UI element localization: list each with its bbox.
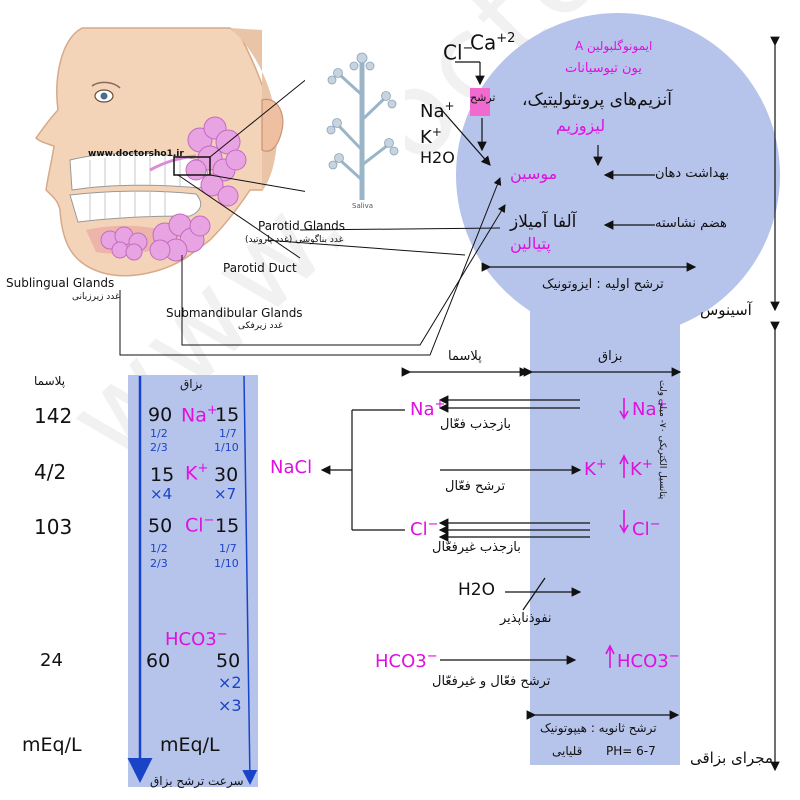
primary-secretion-label: ترشح اولیه : ایزوتونیک	[542, 277, 664, 292]
cl-fraction-left-2: 2/3	[150, 557, 168, 570]
hco3-factor-right-2: ×3	[218, 696, 242, 715]
saliva-na-low: 90	[148, 404, 173, 426]
table-ion-na: Na+	[181, 403, 218, 427]
saliva-k-high: 30	[214, 464, 239, 486]
plasma-unit: mEq/L	[22, 734, 82, 756]
plasma-value-na: 142	[34, 404, 73, 428]
impermeable-label: نفوذناپذیر	[500, 611, 552, 626]
potential-vertical-note: پتانسیل الکتریکی ۷۰- میلی ولت	[657, 380, 667, 500]
duct-label: مجرای بزاقی	[690, 749, 773, 767]
na-fraction-right-2: 1/10	[214, 441, 239, 454]
table-ion-cl: Cl−	[185, 513, 215, 537]
saliva-tree-illustration	[305, 30, 405, 215]
submandibular-gland-shape	[149, 213, 211, 262]
duct-k-left: K+	[584, 457, 607, 480]
cl-fraction-right-1: 1/7	[219, 542, 237, 555]
k-factor-left: ×4	[150, 485, 173, 503]
acinus-ca: Ca+2	[470, 30, 516, 55]
hco3-secretion-label: ترشح فعّال و غیرفعّال	[432, 674, 551, 689]
saliva-k-low: 15	[150, 464, 175, 486]
lysozyme-label: لیزوزیم	[556, 116, 606, 135]
duct-plasma-header: پلاسما	[448, 349, 482, 364]
flow-rate-label: سرعت ترشح بزاق	[150, 774, 244, 788]
ph-label: PH= 6-7	[606, 744, 656, 758]
table-panel	[128, 375, 258, 787]
table-ion-hco3: HCO3−	[165, 627, 228, 650]
duct-na-right: Na+	[632, 397, 668, 420]
saliva-cl-low: 50	[148, 515, 173, 537]
saliva-label: Saliva	[352, 202, 374, 210]
duct-cl-left: Cl−	[410, 517, 439, 540]
parotid-label-en: Parotid Glands	[258, 219, 345, 233]
reabsorb-passive-label: بازجذب غیرفعّال	[432, 540, 521, 555]
sublingual-label-en: Sublingual Glands	[6, 276, 115, 290]
table-plasma-header: پلاسما	[34, 374, 66, 388]
ptyalin-label: پتیالین	[510, 234, 551, 253]
hco3-factor-right-1: ×2	[218, 673, 242, 692]
reabsorb-active-label: بازجذب فعّال	[440, 417, 511, 432]
parotid-duct-label: Parotid Duct	[223, 261, 297, 275]
saliva-cl-high: 15	[215, 515, 240, 537]
duct-k-right: K+	[630, 457, 653, 480]
saliva-hco3-high: 50	[216, 650, 241, 672]
duct-na-left: Na+	[410, 397, 446, 420]
duct-cl-right: Cl−	[632, 517, 661, 540]
duct-saliva-header: بزاق	[598, 349, 623, 364]
nacl-label: NaCl	[270, 457, 313, 478]
thiocyanate-label: یون تیوسیانات	[565, 61, 642, 76]
plasma-value-k: 4/2	[34, 460, 67, 484]
table-ion-k: K+	[185, 461, 209, 485]
parotid-label-fa: غدد بناگوشی (غدد پاروتید)	[245, 235, 344, 245]
mucin-label: موسین	[510, 164, 558, 183]
submandibular-label-fa: غدد زیرفکی	[238, 321, 283, 331]
duct-hco3-right: HCO3−	[617, 649, 680, 672]
secondary-secretion-label: ترشح ثانویه : هیپوتونیک	[540, 721, 657, 735]
oral-hygiene-label: بهداشت دهان	[655, 166, 729, 181]
table-saliva-header: بزاق	[180, 377, 203, 391]
plasma-value-cl: 103	[34, 515, 73, 539]
sublingual-label-fa: غدد زیرزبانی	[72, 292, 120, 302]
zoom-box	[173, 156, 211, 176]
acinus-label: آسینوس	[700, 301, 752, 319]
ig-a-label: ایمونوگلبولین A	[575, 39, 653, 53]
na-fraction-right-1: 1/7	[219, 427, 237, 440]
duct-hco3-left: HCO3−	[375, 649, 438, 672]
proteolytic-label: آنزیم‌های پروتئولیتیک،	[522, 90, 672, 110]
acinus-cl: Cl−	[443, 40, 474, 65]
active-secretion-label: ترشح فعّال	[445, 479, 506, 494]
k-factor-right: ×7	[214, 485, 237, 503]
flow-arrow-right	[242, 375, 258, 785]
cl-fraction-left-1: 1/2	[150, 542, 168, 555]
alkaline-label: قلیایی	[552, 744, 583, 758]
saliva-na-high: 15	[215, 404, 240, 426]
acinus-h2o: H2O	[420, 148, 455, 167]
secretion-label: ترشح	[470, 91, 496, 104]
saliva-unit: mEq/L	[160, 734, 220, 756]
submandibular-label-en: Submandibular Glands	[166, 306, 303, 320]
cl-fraction-right-2: 1/10	[214, 557, 239, 570]
sublingual-gland-shape	[100, 226, 148, 261]
plasma-value-hco3: 24	[40, 650, 63, 671]
saliva-hco3-low: 60	[146, 650, 171, 672]
duct-h2o: H2O	[458, 580, 495, 600]
acinus-na: Na+	[420, 99, 455, 122]
starch-digestion-label: هضم نشاسته	[655, 216, 727, 231]
alpha-amylase-label: آلفا آمیلاز	[510, 212, 577, 232]
site-label: www.doctorsho1.ir	[88, 149, 184, 159]
acinus-k: K+	[420, 125, 442, 148]
na-fraction-left-1: 1/2	[150, 427, 168, 440]
na-fraction-left-2: 2/3	[150, 441, 168, 454]
secretion-channel	[470, 88, 490, 116]
gland-connector-lines	[119, 174, 506, 356]
